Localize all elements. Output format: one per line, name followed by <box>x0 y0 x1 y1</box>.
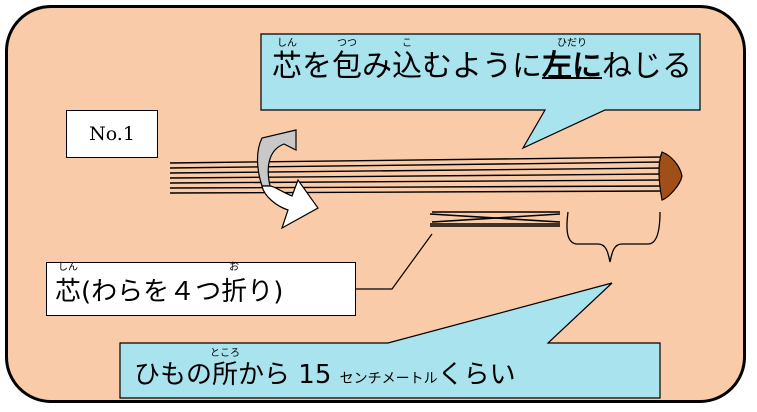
straw-bundle <box>169 156 665 194</box>
bottom-callout-word: くらい <box>437 360 516 390</box>
core-label-word: 芯しん <box>55 261 82 307</box>
core-label-word: (わらを４つ <box>81 276 222 307</box>
bottom-callout-word: から 15 <box>238 360 340 390</box>
top-callout-bubble <box>260 33 701 150</box>
top-callout-word: 込こ <box>392 38 422 84</box>
twist-arrow-icon <box>256 129 319 230</box>
top-callout-word: を <box>302 49 332 84</box>
number-label-box: No.1 <box>66 110 158 158</box>
top-callout-word: 包つつ <box>332 38 362 84</box>
top-callout-word: み <box>362 49 392 84</box>
core-label-word: 折お <box>221 261 248 307</box>
unit-centimeter: センチメートル <box>339 371 438 387</box>
folded-core-straw <box>429 211 561 227</box>
top-callout-word: 芯しん <box>272 38 302 84</box>
bottom-callout-word: 所ところ <box>210 348 241 390</box>
top-callout-word: ねじる <box>602 49 692 84</box>
core-label-word: り) <box>247 276 284 307</box>
bottom-callout-bubble <box>119 282 661 399</box>
number-label: No.1 <box>89 123 135 145</box>
top-callout-text: 芯しんを包つつみ込こむように左にひだりねじる <box>272 38 692 84</box>
bottom-callout-text: ひもの所ところから 15 センチメートルくらい <box>134 348 516 390</box>
core-leader-line <box>355 233 433 290</box>
measurement-brace <box>566 211 661 263</box>
core-label-box: 芯しん(わらを４つ折おり) <box>46 262 356 316</box>
emphasis-left-word: 左にひだり <box>542 38 602 84</box>
straw-cut-end <box>658 151 683 201</box>
top-callout-word: むように <box>422 49 542 84</box>
bottom-callout-word: ひもの <box>134 360 213 390</box>
